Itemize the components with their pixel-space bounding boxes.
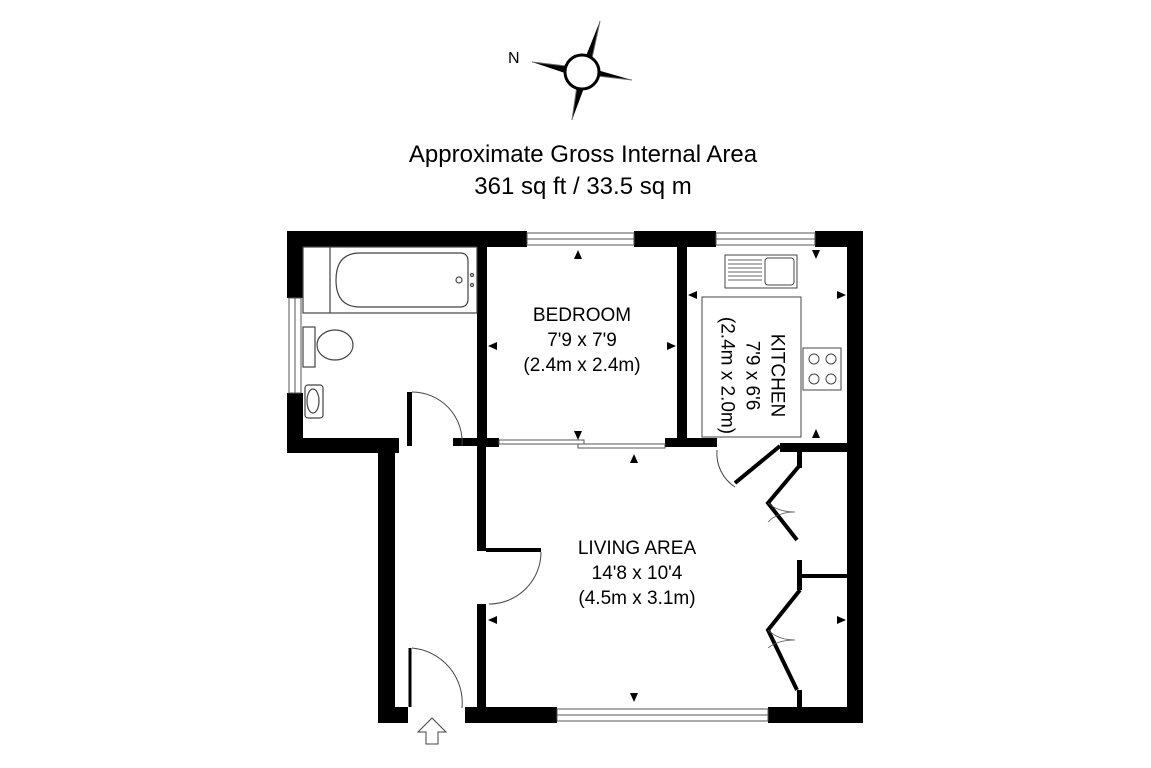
hob-icon — [802, 347, 842, 391]
room-bedroom: BEDROOM 7'9 x 7'9 (2.4m x 2.4m) — [487, 303, 677, 378]
bifold-doors — [733, 444, 802, 691]
walls — [287, 231, 863, 723]
area-value: 361 sq ft / 33.5 sq m — [474, 173, 692, 200]
kitchen-fixtures — [701, 254, 842, 438]
sink-icon — [304, 384, 324, 419]
room-imperial: 7'9 x 7'9 — [547, 330, 617, 351]
kitchen-sink-icon — [724, 254, 798, 289]
dimension-arrows — [488, 250, 846, 702]
room-name: BEDROOM — [532, 305, 632, 326]
compass-north-label: N — [508, 50, 520, 67]
entrance-arrow-icon — [416, 717, 448, 745]
room-imperial: 14'8 x 10'4 — [591, 563, 683, 584]
door-swings — [408, 391, 736, 709]
room-metric: (2.4m x 2.0m) — [716, 316, 738, 435]
room-imperial: 7'9 x 6'6 — [741, 340, 763, 411]
room-name: KITCHEN — [766, 333, 788, 418]
bathroom-fixtures — [302, 246, 478, 419]
toilet-icon — [302, 326, 316, 368]
sliding-door — [498, 439, 666, 449]
room-kitchen: KITCHEN 7'9 x 6'6 (2.4m x 2.0m) — [715, 291, 790, 461]
windows — [288, 232, 816, 722]
room-metric: (4.5m x 3.1m) — [578, 588, 696, 609]
room-metric: (2.4m x 2.4m) — [523, 355, 641, 376]
bathtub-icon — [335, 252, 469, 308]
area-title: Approximate Gross Internal Area — [408, 141, 758, 168]
room-name: LIVING AREA — [577, 538, 697, 559]
compass-icon — [531, 20, 633, 121]
room-living-area: LIVING AREA 14'8 x 10'4 (4.5m x 3.1m) — [537, 536, 737, 611]
